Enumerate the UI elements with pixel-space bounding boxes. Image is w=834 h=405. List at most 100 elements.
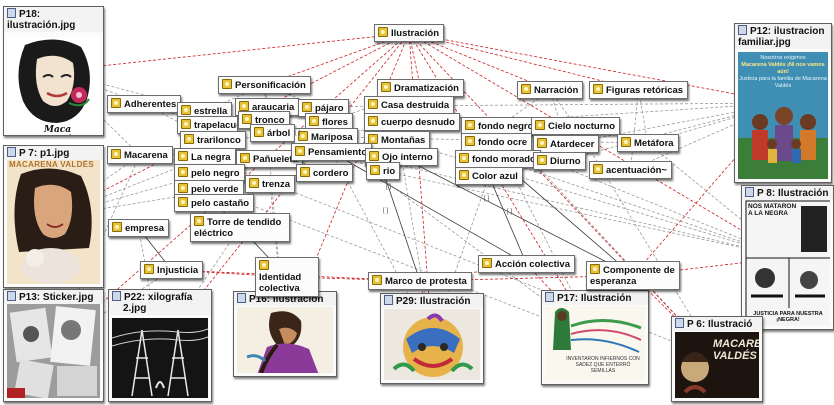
code-pelo-castano[interactable]: pelo castaño <box>174 194 255 212</box>
document-node-p13[interactable]: P13: Sticker.jpg <box>3 289 104 402</box>
document-node-p7[interactable]: P 7: p1.jpg MACARENA VALDÉS <box>3 145 104 288</box>
code-icon <box>369 151 379 161</box>
code-accion-colectiva[interactable]: Acción colectiva <box>478 255 575 273</box>
code-identidad-colectiva[interactable]: Identidad colectiva <box>255 257 319 297</box>
code-icon <box>178 183 188 193</box>
code-empresa[interactable]: empresa <box>108 219 170 237</box>
document-thumbnail: INVENTARON INFIERNOS CON SADEZ QUE ENTER… <box>545 306 645 381</box>
code-label: Dramatización <box>394 83 459 94</box>
doc-caption: MACARENA VALDÉS <box>9 160 94 169</box>
code-label: Mariposa <box>311 132 353 143</box>
code-trenza[interactable]: trenza <box>245 175 295 193</box>
code-icon <box>535 120 545 130</box>
edge <box>401 156 634 276</box>
edge <box>431 175 490 339</box>
code-cuerpo-desnudo[interactable]: cuerpo desnudo <box>364 113 460 131</box>
code-personificacion[interactable]: Personificación <box>218 76 311 94</box>
document-node-p18[interactable]: P18:ilustración.jpg Maca Valdés <box>3 6 104 136</box>
document-node-p29[interactable]: P29: Ilustración <box>380 293 484 384</box>
code-estrella[interactable]: estrella <box>177 102 233 120</box>
code-trarilonco[interactable]: trarilonco <box>180 131 246 149</box>
code-icon <box>537 138 547 148</box>
code-macarena[interactable]: Macarena <box>107 146 173 164</box>
code-label: árbol <box>267 128 291 139</box>
code-label: Torre de tendido eléctrico <box>194 217 282 239</box>
code-casa-destruida[interactable]: Casa destruida <box>364 96 455 114</box>
code-narracion[interactable]: Narración <box>517 81 584 99</box>
code-cielo-nocturno[interactable]: Cielo nocturno <box>531 117 621 135</box>
code-ilustracion[interactable]: Ilustración <box>374 24 445 42</box>
code-icon <box>178 151 188 161</box>
code-atardecer[interactable]: Atardecer <box>533 135 600 153</box>
code-label: pelo negro <box>191 168 240 179</box>
code-metafora[interactable]: Metáfora <box>617 134 679 152</box>
code-torre-tendido-electrico[interactable]: Torre de tendido eléctrico <box>190 213 290 242</box>
code-figuras-retoricas[interactable]: Figuras retóricas <box>589 81 689 99</box>
code-label: acentuación~ <box>606 165 667 176</box>
code-adherentes[interactable]: Adherentes <box>107 95 182 113</box>
code-flores[interactable]: flores <box>305 113 353 131</box>
code-montanas[interactable]: Montañas <box>364 131 431 149</box>
code-label: rio <box>383 166 396 177</box>
code-componente-esperanza[interactable]: Componente de esperanza <box>586 261 680 290</box>
code-panueleta[interactable]: Pañueleta <box>236 150 303 168</box>
code-mariposa[interactable]: Mariposa <box>294 128 358 146</box>
edge <box>208 188 596 338</box>
doc-caption: Maca Valdés <box>44 125 72 135</box>
code-label: La negra <box>191 152 231 163</box>
code-color-azul[interactable]: Color azul <box>455 167 523 185</box>
document-thumbnail <box>237 307 333 373</box>
document-node-p6[interactable]: P 6: Ilustració MACARENA VALDÉS <box>671 316 763 402</box>
code-icon <box>621 137 631 147</box>
code-label: Color azul <box>472 171 518 182</box>
code-label: fondo ocre <box>478 137 528 148</box>
edge <box>53 31 410 72</box>
edge <box>159 226 241 346</box>
doc-title: P16: Ilustración <box>249 294 324 305</box>
code-label: Ojo interno <box>382 152 433 163</box>
code-cordero[interactable]: cordero <box>296 164 354 182</box>
code-dramatizacion[interactable]: Dramatización <box>377 79 464 97</box>
code-label: Personificación <box>235 80 306 91</box>
art-text: MACARENA VALDÉS <box>713 338 759 362</box>
code-ojo-interno[interactable]: Ojo interno <box>365 148 438 166</box>
document-icon <box>738 25 747 35</box>
doc-title: P29: Ilustración <box>396 296 471 307</box>
doc-title: P12: ilustracion <box>750 26 825 37</box>
code-pelo-verde[interactable]: pelo verde <box>174 180 244 198</box>
poster-line: Nosotros exigimos <box>760 55 806 61</box>
code-pensamiento[interactable]: Pensamiento <box>291 143 373 161</box>
edge <box>331 151 528 265</box>
code-rio[interactable]: rio <box>366 162 401 180</box>
code-icon <box>459 153 469 163</box>
code-acentuacion[interactable]: acentuación~ <box>589 161 672 179</box>
code-icon <box>370 165 380 175</box>
code-icon <box>302 102 312 112</box>
code-icon <box>298 131 308 141</box>
code-icon <box>184 134 194 144</box>
edge <box>408 31 784 104</box>
code-label: trapelacucha <box>194 120 237 131</box>
code-arbol[interactable]: árbol <box>250 124 296 142</box>
code-pajaro[interactable]: pájaro <box>298 99 349 117</box>
document-icon <box>7 147 16 157</box>
document-node-p8[interactable]: P 8: Ilustración NOS MATARON A LA NEGRA … <box>741 185 834 330</box>
code-icon <box>482 258 492 268</box>
code-label: araucaria <box>252 102 295 113</box>
relation-label: [ ] <box>386 184 392 190</box>
code-icon <box>590 264 600 274</box>
code-la-negra[interactable]: La negra <box>174 148 236 166</box>
doc-title: P18: <box>19 9 41 20</box>
code-injusticia[interactable]: Injusticia <box>140 261 204 279</box>
code-marco-protesta[interactable]: Marco de protesta <box>368 272 472 290</box>
code-fondo-ocre[interactable]: fondo ocre <box>461 133 533 151</box>
document-node-p16[interactable]: P16: Ilustración <box>233 291 337 377</box>
document-node-p17[interactable]: P17: Ilustración INVENTARON INFIERNOS CO… <box>541 290 649 385</box>
code-label: pájaro <box>315 103 344 114</box>
code-diurno[interactable]: Diurno <box>533 152 586 170</box>
code-icon <box>368 116 378 126</box>
code-fondo-morado[interactable]: fondo morado <box>455 150 541 168</box>
code-label: Pensamiento <box>308 147 368 158</box>
